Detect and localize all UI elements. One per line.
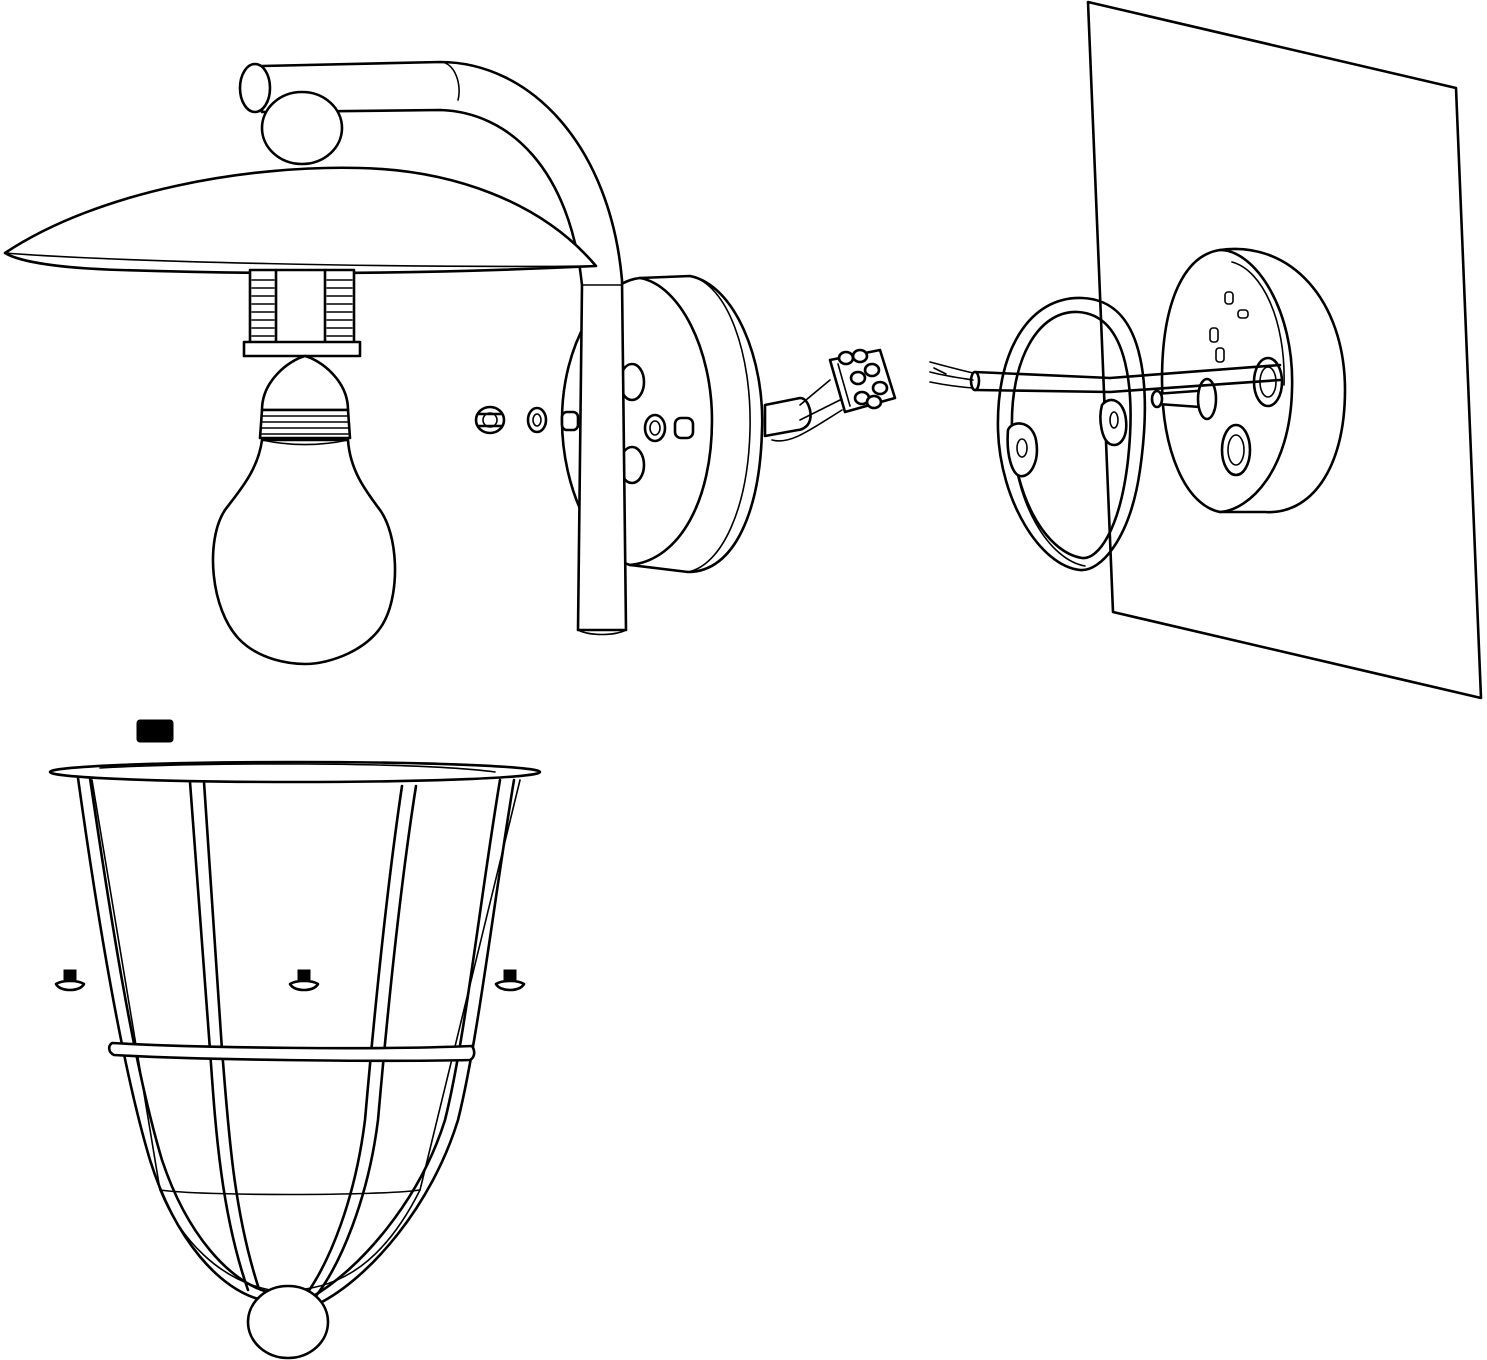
lamp-cage [48, 760, 542, 1360]
socket-thread [251, 279, 353, 337]
lamp-socket [242, 268, 362, 358]
mounting-box [1150, 247, 1347, 514]
supply-cable [929, 361, 1282, 394]
screw-right [494, 969, 526, 992]
terminal-block [828, 348, 897, 414]
mounting-ring [996, 296, 1147, 572]
screw-left [54, 969, 86, 992]
screw-center [288, 969, 320, 992]
lamp-arm [238, 60, 628, 636]
light-bulb [211, 354, 397, 666]
top-cap-part [136, 719, 174, 743]
cage-screws [54, 969, 526, 992]
lamp-shade [3, 166, 598, 275]
